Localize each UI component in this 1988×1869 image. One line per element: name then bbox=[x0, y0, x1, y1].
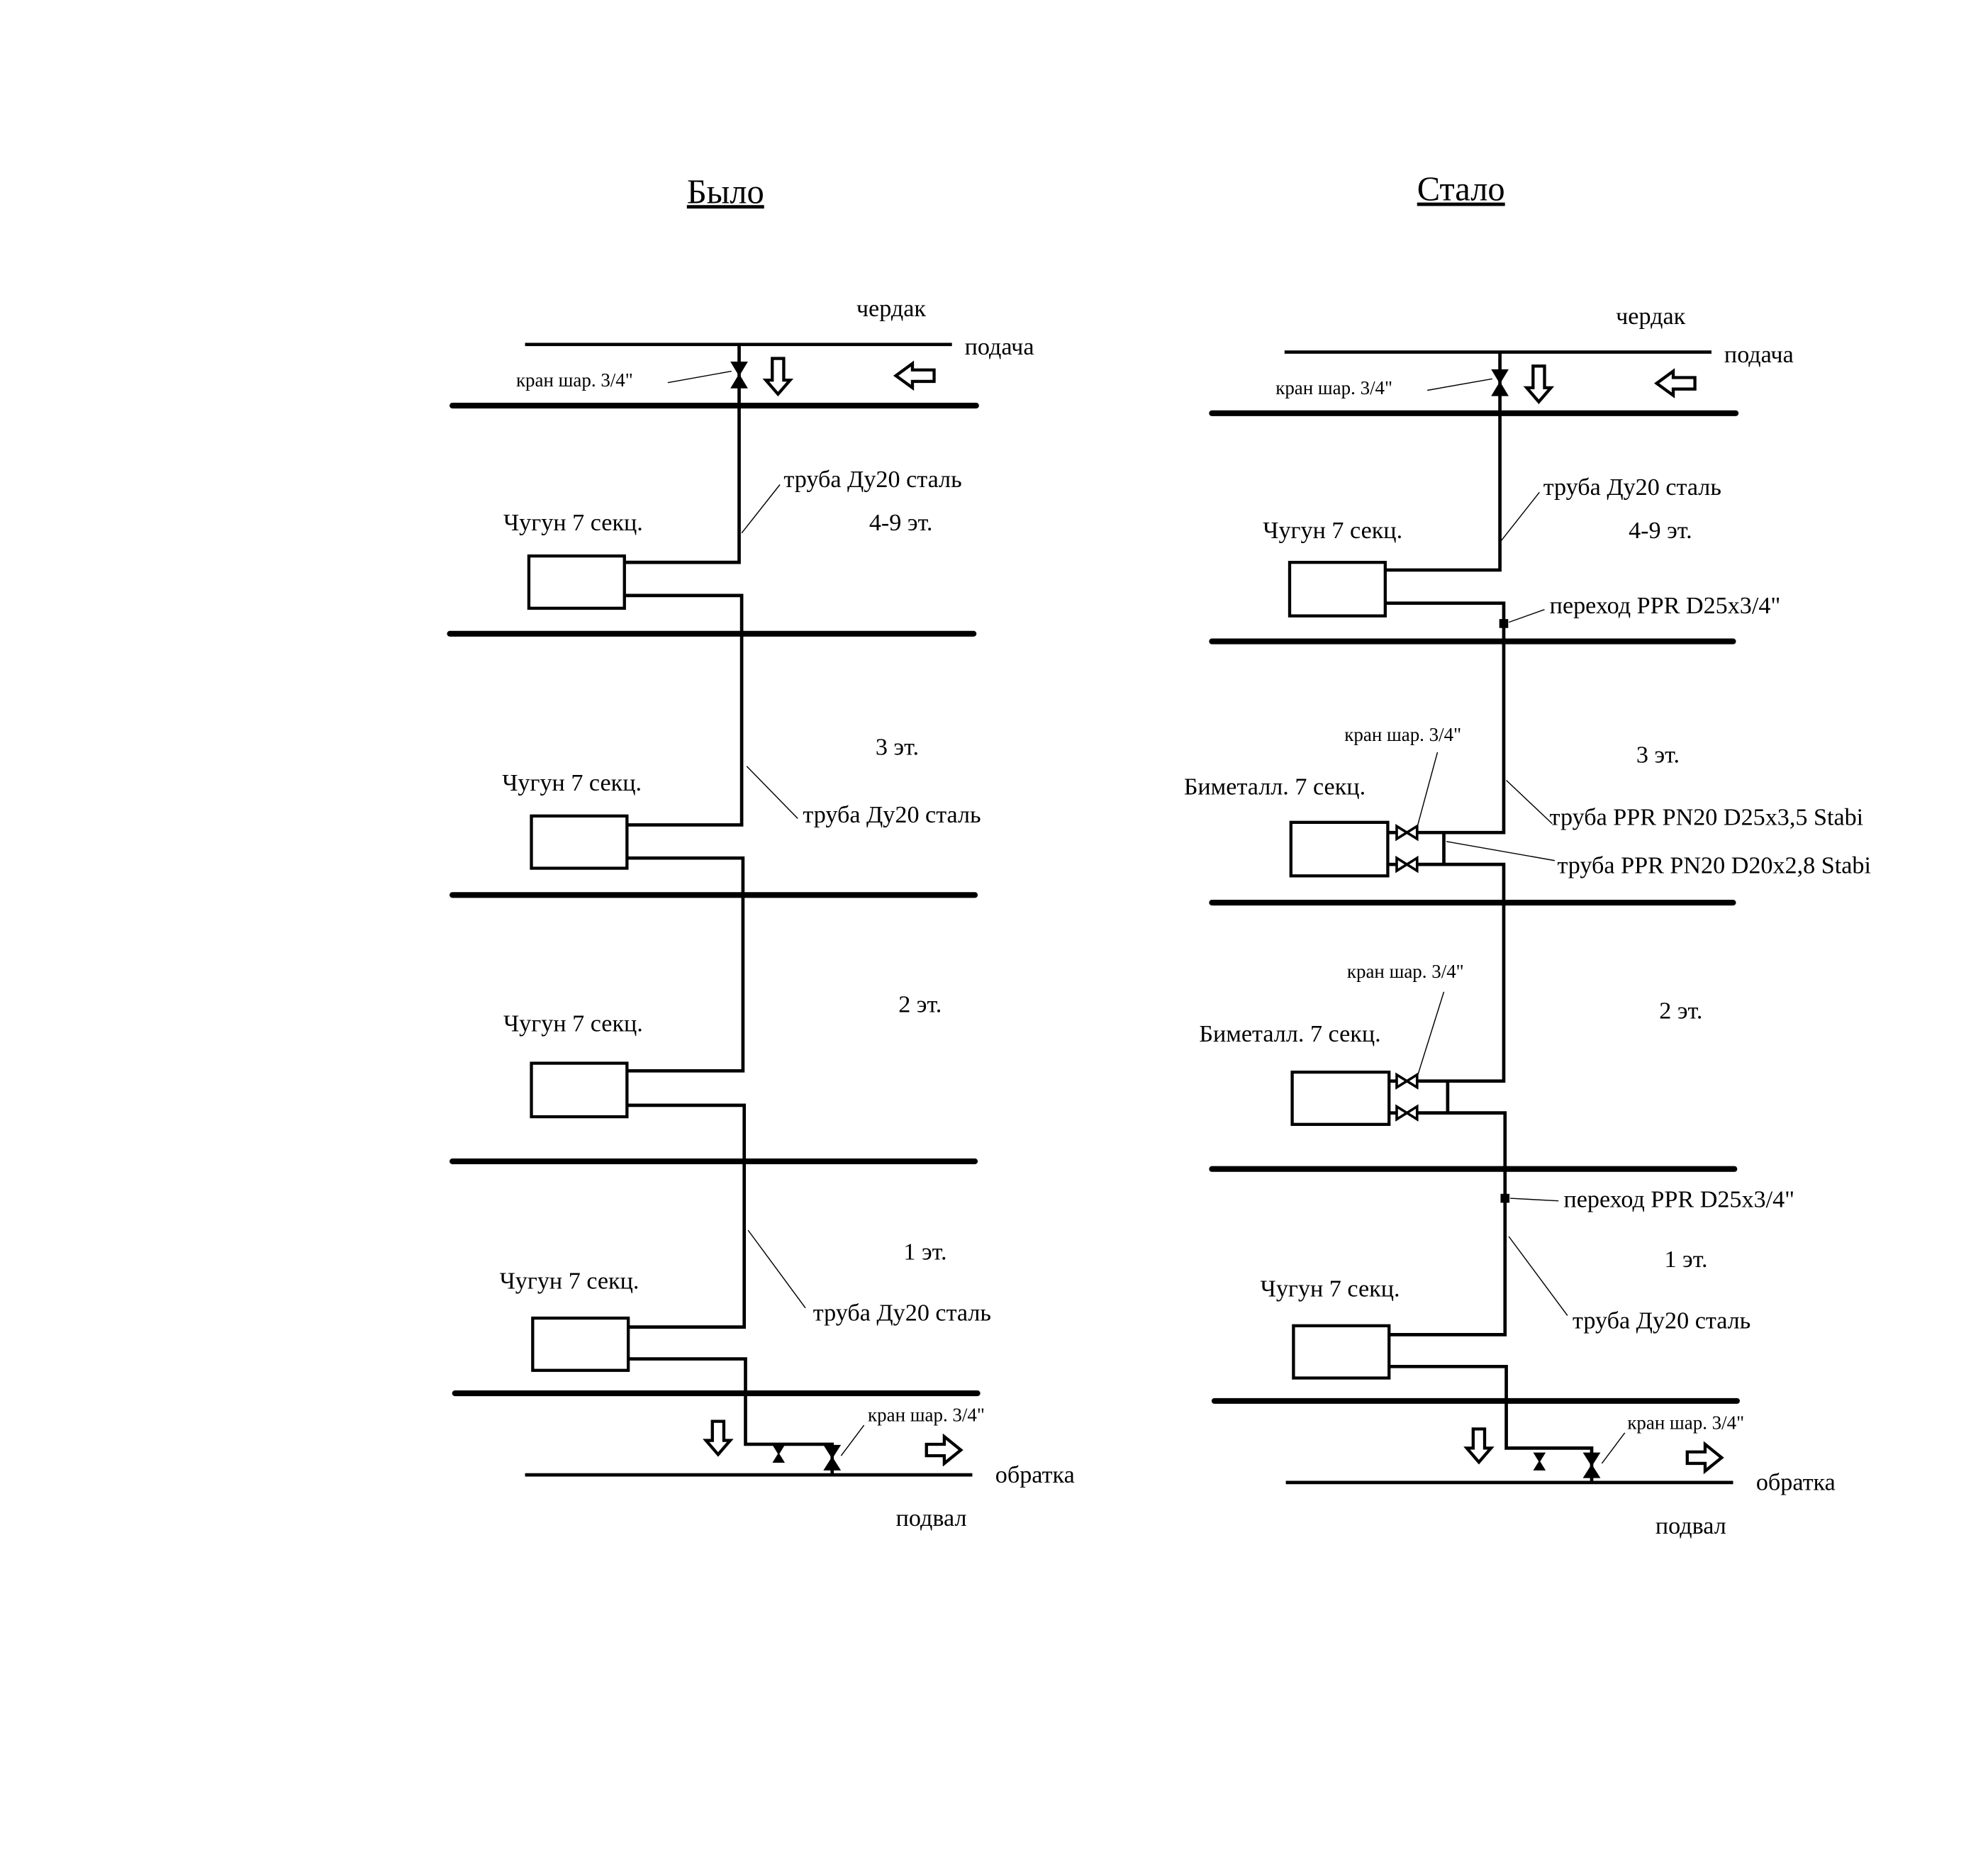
leader-line bbox=[1417, 752, 1439, 828]
riser-pipe bbox=[627, 1103, 747, 1329]
radiator bbox=[531, 1316, 630, 1372]
riser-pipe bbox=[1417, 862, 1506, 1083]
radiator-label: Чугун 7 секц. bbox=[503, 510, 643, 536]
pipe-label: труба PPR PN20 D20x2,8 Stabi bbox=[1557, 853, 1871, 879]
title-after: Стало bbox=[1417, 171, 1505, 208]
down-arrow-icon bbox=[1523, 364, 1555, 404]
attic-label: чердак bbox=[1616, 303, 1685, 330]
leader-line bbox=[1508, 1236, 1568, 1316]
radiator bbox=[530, 814, 629, 870]
leader-line bbox=[747, 1229, 806, 1309]
leader-line bbox=[667, 370, 732, 384]
floor-label: 4-9 эт. bbox=[1629, 518, 1692, 544]
pipe-label: труба Ду20 сталь bbox=[1573, 1307, 1750, 1334]
leader-line bbox=[741, 484, 781, 534]
right-arrow-icon bbox=[1685, 1441, 1724, 1475]
pipe-label: труба Ду20 сталь bbox=[783, 467, 961, 493]
leader-line bbox=[746, 766, 798, 819]
basement-label: подвал bbox=[896, 1505, 967, 1532]
leader-line bbox=[1446, 841, 1555, 861]
ball-valve-icon bbox=[1395, 855, 1419, 874]
pipe-label: труба PPR PN20 D25x3,5 Stabi bbox=[1550, 804, 1863, 830]
valve-top-label: кран шар. 3/4" bbox=[516, 369, 633, 391]
ball-valve-icon bbox=[1395, 1072, 1419, 1090]
leader-line bbox=[1508, 608, 1545, 623]
ball-valve-icon bbox=[1395, 823, 1419, 842]
radiator-label: Чугун 7 секц. bbox=[1261, 1276, 1400, 1302]
ball-valve-icon bbox=[1395, 1104, 1419, 1122]
riser-pipe bbox=[1389, 1364, 1594, 1483]
floor-label: 1 эт. bbox=[1664, 1246, 1707, 1273]
down-arrow-icon bbox=[762, 357, 794, 397]
floor-label: 4-9 эт. bbox=[869, 510, 933, 536]
leader-line bbox=[1500, 491, 1540, 542]
down-arrow-icon bbox=[1463, 1427, 1495, 1465]
floor-label: 3 эт. bbox=[1636, 742, 1680, 768]
transition-fitting-icon bbox=[1499, 619, 1509, 628]
leader-line bbox=[1506, 779, 1553, 825]
basement-label: подвал bbox=[1655, 1513, 1726, 1539]
radiator bbox=[1290, 1070, 1391, 1126]
riser-pipe bbox=[627, 856, 745, 1073]
radiator-label: Чугун 7 секц. bbox=[502, 770, 642, 796]
right-arrow-icon bbox=[925, 1433, 964, 1467]
return-label: обратка bbox=[1756, 1470, 1836, 1496]
title-before: Было bbox=[687, 173, 764, 211]
return-label: обратка bbox=[995, 1462, 1075, 1488]
riser-pipe bbox=[624, 593, 744, 827]
radiator-label: Биметалл. 7 секц. bbox=[1184, 774, 1366, 800]
riser-pipe bbox=[628, 1357, 834, 1475]
left-arrow-icon bbox=[893, 360, 936, 391]
riser-pipe bbox=[1385, 352, 1502, 572]
leader-line bbox=[1509, 1198, 1559, 1202]
riser-pipe bbox=[624, 344, 741, 564]
valve-bottom-label: кран шар. 3/4" bbox=[868, 1405, 985, 1426]
radiator-label: Чугун 7 секц. bbox=[500, 1268, 640, 1295]
radiator bbox=[1289, 820, 1390, 878]
leader-line bbox=[1417, 991, 1445, 1078]
supply-label: подача bbox=[1724, 342, 1794, 368]
riser-pipe bbox=[1389, 1111, 1507, 1337]
floor-label: 2 эт. bbox=[898, 992, 942, 1018]
riser-pipe bbox=[1385, 601, 1506, 835]
left-arrow-icon bbox=[1654, 368, 1697, 398]
transition-fitting-icon bbox=[1500, 1193, 1510, 1203]
transition-label: переход PPR D25x3/4" bbox=[1550, 593, 1781, 619]
ball-valve-icon bbox=[1582, 1452, 1601, 1478]
after-scheme: Стало чердак подача кран шар. 3/4" перех… bbox=[1184, 171, 1871, 1539]
before-scheme: Было чердак подача кран шар. 3/4" Чугун … bbox=[447, 173, 1075, 1532]
valve-label: кран шар. 3/4" bbox=[1347, 961, 1464, 982]
floor-label: 3 эт. bbox=[876, 735, 919, 761]
pipe-label: труба Ду20 сталь bbox=[1543, 474, 1721, 501]
pipe-label: труба Ду20 сталь bbox=[813, 1300, 991, 1327]
supply-label: подача bbox=[965, 334, 1034, 360]
leader-line bbox=[840, 1424, 865, 1456]
down-arrow-icon bbox=[703, 1419, 734, 1457]
pipe-label: труба Ду20 сталь bbox=[803, 802, 981, 828]
drain-valve-icon bbox=[772, 1444, 786, 1463]
radiator bbox=[1292, 1324, 1391, 1380]
radiator bbox=[527, 554, 626, 610]
radiator bbox=[530, 1061, 629, 1119]
radiator-label: Чугун 7 секц. bbox=[1263, 518, 1402, 544]
radiator bbox=[1288, 560, 1387, 618]
radiator-label: Биметалл. 7 секц. bbox=[1199, 1021, 1380, 1047]
ball-valve-icon bbox=[823, 1444, 842, 1471]
leader-line bbox=[1601, 1432, 1626, 1464]
valve-top-label: кран шар. 3/4" bbox=[1275, 377, 1392, 398]
leader-line bbox=[1427, 378, 1492, 391]
valve-label: кран шар. 3/4" bbox=[1344, 724, 1461, 745]
drain-valve-icon bbox=[1533, 1452, 1546, 1471]
attic-label: чердак bbox=[856, 296, 926, 322]
radiator-label: Чугун 7 секц. bbox=[503, 1011, 643, 1037]
transition-label: переход PPR D25x3/4" bbox=[1563, 1187, 1794, 1213]
valve-bottom-label: кран шар. 3/4" bbox=[1627, 1412, 1744, 1433]
floor-label: 1 эт. bbox=[903, 1239, 946, 1265]
floor-label: 2 эт. bbox=[1659, 998, 1702, 1025]
